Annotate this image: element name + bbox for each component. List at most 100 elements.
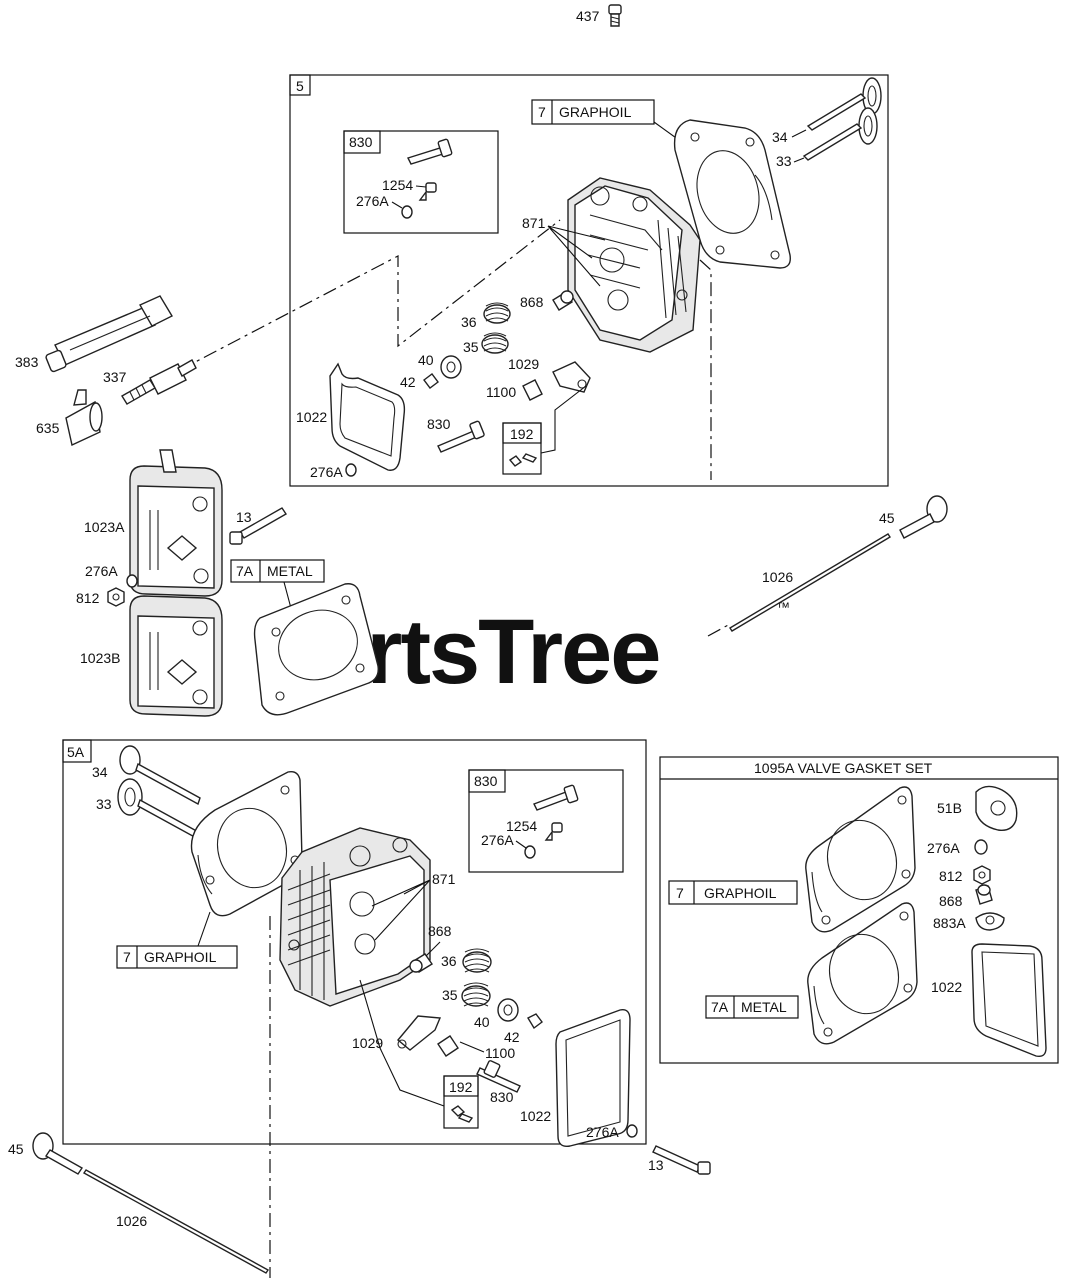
assembly-5a-valve-33[interactable] <box>117 778 203 842</box>
label-5a-1100: 1100 <box>485 1045 515 1061</box>
assembly-5a-spring-36[interactable] <box>462 948 492 973</box>
label-13-upper: 13 <box>236 509 252 525</box>
label-635: 635 <box>36 420 60 436</box>
assembly-5-kit-830-frame <box>343 130 499 234</box>
assembly-5-guide-868[interactable] <box>552 290 574 311</box>
part-1023b-valve-cover[interactable] <box>129 595 223 717</box>
assembly-5-kit-192-tag[interactable] <box>502 422 542 444</box>
label-5a-868: 868 <box>428 923 452 939</box>
assembly-5a-kit-192-nut[interactable] <box>450 1105 474 1123</box>
label-a5-33: 33 <box>776 153 792 169</box>
label-a5-1100: 1100 <box>486 384 516 400</box>
part-383-tool[interactable] <box>45 295 173 373</box>
part-1023a-valve-cover[interactable] <box>129 449 223 597</box>
assembly-5-stud-830[interactable] <box>437 420 485 453</box>
assembly-5-graphoil-ref[interactable] <box>531 99 655 125</box>
assembly-5a-stud-830[interactable] <box>476 1060 521 1093</box>
assembly-5-kit-830-tag[interactable] <box>343 130 381 154</box>
assembly-5-rocker-1029[interactable] <box>552 361 591 393</box>
part-13-lower-bolt[interactable] <box>652 1145 711 1175</box>
label-812-left: 812 <box>76 590 100 606</box>
gasket-set-graphoil-text: GRAPHOIL <box>704 885 777 901</box>
assembly-5a-pivot-1100[interactable] <box>437 1035 459 1057</box>
part-7a-metal-gasket[interactable] <box>253 583 379 716</box>
gasket-set-part-51b[interactable] <box>975 785 1018 831</box>
gasket-set-washer-276a[interactable] <box>974 839 988 855</box>
gasket-set-guide-868[interactable] <box>975 884 993 905</box>
label-5a-34: 34 <box>92 764 108 780</box>
label-a5-35: 35 <box>463 339 479 355</box>
assembly-5a-kit-stud[interactable] <box>533 784 579 811</box>
label-a5-871: 871 <box>522 215 546 231</box>
gasket-set-graphoil-gasket[interactable] <box>805 786 916 933</box>
part-337-spark-plug[interactable] <box>121 359 197 405</box>
part-45-lower-guide[interactable] <box>32 1132 84 1175</box>
label-set-812: 812 <box>939 868 963 884</box>
gasket-set-frame <box>659 756 1059 1064</box>
assembly-5-pivot-1100[interactable] <box>522 379 543 401</box>
assembly-5a-washer-276a[interactable] <box>626 1124 638 1138</box>
label-a5-kit-1254: 1254 <box>382 177 413 193</box>
label-5a-33: 33 <box>96 796 112 812</box>
part-437-bolt[interactable] <box>608 4 622 27</box>
part-635-spark-boot[interactable] <box>65 389 103 447</box>
assembly-5-valve-33[interactable] <box>802 107 878 161</box>
part-1026-pushrod[interactable] <box>729 533 891 632</box>
assembly-5a-guide-868[interactable] <box>409 953 433 973</box>
assembly-5-spring-36[interactable] <box>483 302 511 324</box>
assembly-5a-spring-35[interactable] <box>461 982 491 1007</box>
label-a5-1022: 1022 <box>296 409 327 425</box>
label-5a-40: 40 <box>474 1014 490 1030</box>
assembly-5-washer-276a[interactable] <box>345 463 357 477</box>
assembly-5a-kit-washer-276a[interactable] <box>524 845 536 859</box>
label-5a-36: 36 <box>441 953 457 969</box>
assembly-5-graphoil-text: GRAPHOIL <box>559 104 632 120</box>
label-1023a: 1023A <box>84 519 125 535</box>
assembly-5-retainer-40[interactable] <box>440 355 462 379</box>
assembly-5a-valve-34[interactable] <box>119 745 201 806</box>
part-276a-washer[interactable] <box>126 574 138 588</box>
assembly-5a-kit-192-tag[interactable] <box>443 1075 479 1097</box>
label-7a-number-left: 7A <box>236 563 254 579</box>
label-a5-42: 42 <box>400 374 416 390</box>
assembly-5a-gasket-1022[interactable] <box>555 1009 631 1147</box>
part-13-bolt[interactable] <box>229 507 287 545</box>
part-1026-lower-pushrod[interactable] <box>82 1169 270 1274</box>
label-set-276a: 276A <box>927 840 960 856</box>
assembly-5-keeper-42[interactable] <box>423 373 439 389</box>
gasket-set-gasket-1022[interactable] <box>971 943 1047 1058</box>
assembly-5-head-gasket[interactable] <box>673 119 791 269</box>
assembly-5-gasket-1022[interactable] <box>329 362 406 471</box>
label-set-51b: 51B <box>937 800 962 816</box>
label-5a-192: 192 <box>449 1079 473 1095</box>
gasket-set-graphoil-ref[interactable] <box>668 880 798 905</box>
assembly-5a-kit-830-frame <box>468 769 624 873</box>
part-7a-metal-ref[interactable] <box>230 559 325 583</box>
assembly-5-kit-192-nut[interactable] <box>508 453 538 467</box>
gasket-set-nut-812[interactable] <box>973 865 991 885</box>
assembly-5a-rocker-1029[interactable] <box>397 1015 442 1051</box>
gasket-set-metal-text: METAL <box>741 999 787 1015</box>
assembly-5-kit-screw-1254[interactable] <box>418 182 437 201</box>
assembly-5-spring-35[interactable] <box>481 332 509 354</box>
gasket-set-seal-883a[interactable] <box>975 912 1005 931</box>
assembly-5-cylinder-head[interactable] <box>567 177 701 353</box>
label-5a-1022: 1022 <box>520 1108 551 1124</box>
gasket-set-metal-gasket[interactable] <box>807 902 918 1045</box>
assembly-5-kit-stud[interactable] <box>407 138 453 165</box>
label-5a-1029: 1029 <box>352 1035 383 1051</box>
assembly-5a-cylinder-head[interactable] <box>279 827 431 1007</box>
gasket-set-metal-ref[interactable] <box>705 995 799 1019</box>
label-7a-text-left: METAL <box>267 563 313 579</box>
part-45-pushrod-guide[interactable] <box>899 495 948 539</box>
assembly-5-kit-washer-276a[interactable] <box>401 205 413 219</box>
assembly-5a-frame <box>62 739 647 1145</box>
assembly-5a-graphoil-ref[interactable] <box>116 945 238 969</box>
assembly-5a-keeper-42[interactable] <box>527 1013 543 1030</box>
label-a5-830: 830 <box>427 416 451 432</box>
assembly-5a-kit-830-tag[interactable] <box>468 769 506 793</box>
assembly-5a-kit-screw-1254[interactable] <box>544 822 563 841</box>
part-812-nut[interactable] <box>107 587 125 607</box>
assembly-5a-retainer-40[interactable] <box>497 998 519 1022</box>
